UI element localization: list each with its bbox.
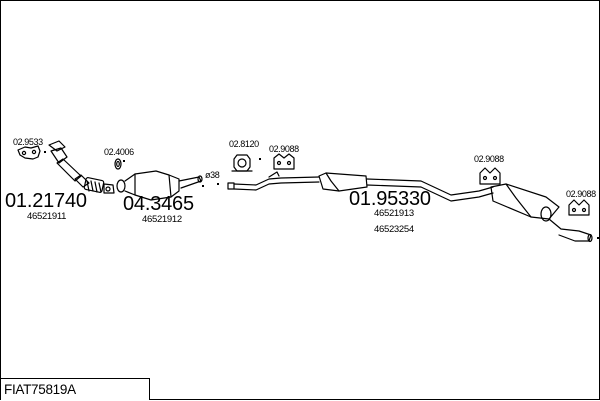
part-number-gasket: 02.9533 bbox=[13, 137, 43, 147]
oem-number-downpipe: 46521911 bbox=[27, 211, 67, 222]
intermediate-pipe-icon bbox=[227, 171, 320, 191]
diameter-label: ø38 bbox=[205, 170, 220, 180]
oem-number-silencer: 46523254 bbox=[374, 224, 414, 235]
gasket-icon bbox=[17, 145, 41, 160]
reference-markers bbox=[44, 151, 599, 239]
hanger-icon bbox=[273, 153, 295, 170]
hanger-icon bbox=[568, 199, 590, 216]
assembly-number-downpipe: 01.21740 bbox=[5, 190, 87, 212]
gasket-small-icon bbox=[114, 158, 122, 170]
downpipe-icon bbox=[48, 140, 115, 194]
oem-number-silencer: 46521913 bbox=[374, 208, 414, 219]
mounting-rubber-icon bbox=[231, 154, 253, 172]
oem-number-catalyst: 46521912 bbox=[142, 214, 182, 225]
diagram-code-box: FIAT75819A bbox=[1, 378, 150, 400]
assembly-number-catalyst: 04.3465 bbox=[123, 193, 194, 215]
hanger-icon bbox=[479, 167, 501, 185]
part-number-mounting-rubber: 02.8120 bbox=[229, 139, 259, 149]
assembly-number-silencer: 01.95330 bbox=[349, 188, 431, 210]
catalytic-converter-icon bbox=[116, 170, 203, 201]
part-number-gasket-small: 02.4006 bbox=[104, 147, 134, 157]
centre-silencer-icon bbox=[318, 172, 494, 202]
part-number-hanger: 02.9088 bbox=[474, 154, 504, 164]
diagram-code: FIAT75819A bbox=[4, 382, 76, 397]
part-number-hanger: 02.9088 bbox=[269, 144, 299, 154]
part-number-hanger: 02.9088 bbox=[566, 189, 596, 199]
rear-silencer-icon bbox=[490, 183, 593, 243]
